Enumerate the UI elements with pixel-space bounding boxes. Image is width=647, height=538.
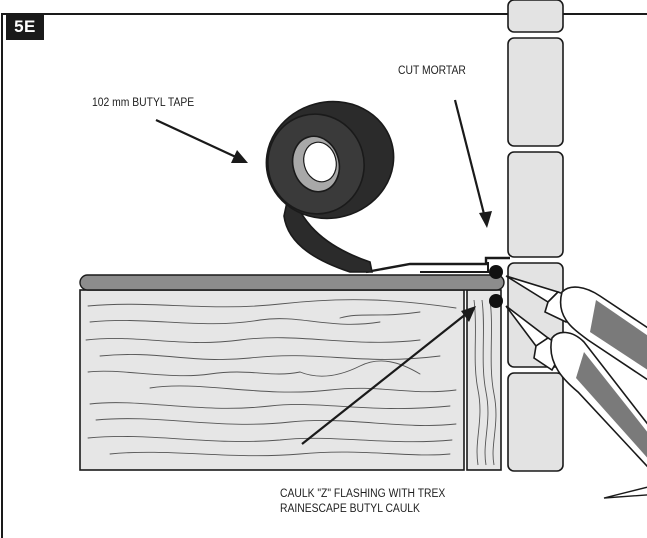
label-cut-mortar: CUT MORTAR xyxy=(398,65,466,77)
label-caulk-flashing: CAULK "Z" FLASHING WITH TREX RAINESCAPE … xyxy=(280,487,445,517)
ledger-board xyxy=(466,289,502,471)
caulk-bead xyxy=(489,294,503,308)
label-caulk-line2: RAINESCAPE BUTYL CAULK xyxy=(280,503,420,515)
brick xyxy=(507,37,564,147)
caulk-bead xyxy=(489,265,503,279)
z-flashing xyxy=(79,256,510,291)
arrow-caulk xyxy=(301,313,467,445)
arrow-cut-mortar xyxy=(453,99,486,215)
wood-grain xyxy=(85,299,457,457)
caulk-gun-upper xyxy=(505,275,647,381)
brick xyxy=(507,372,564,472)
brick xyxy=(507,0,564,33)
leader-arrows xyxy=(155,99,492,445)
diagram-frame xyxy=(1,13,647,538)
step-badge: 5E xyxy=(6,14,44,40)
brick-wall xyxy=(507,0,564,472)
caulk-beads xyxy=(489,265,503,308)
arrow-butyl-tape xyxy=(155,119,239,159)
label-caulk-line1: CAULK "Z" FLASHING WITH TREX xyxy=(280,488,446,500)
label-butyl-tape: 102 mm BUTYL TAPE xyxy=(92,97,195,109)
brick xyxy=(507,151,564,258)
caulk-gun-lower xyxy=(505,305,647,468)
deck-board xyxy=(79,289,465,471)
butyl-tape-roll xyxy=(265,100,395,273)
caulk-gun-handle xyxy=(603,486,647,499)
